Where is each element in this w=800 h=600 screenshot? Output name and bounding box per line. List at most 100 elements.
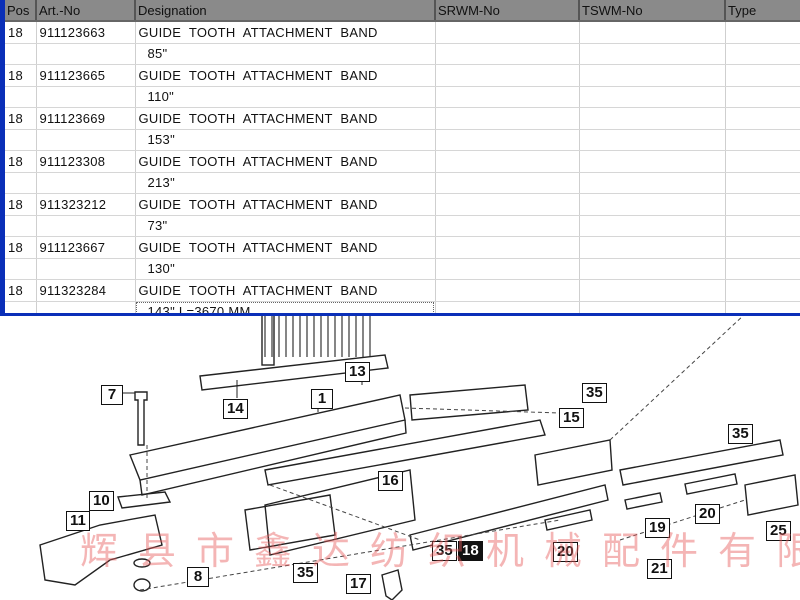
cell-art-no[interactable]: 911123308	[36, 150, 136, 173]
callout-position[interactable]: 20	[695, 504, 720, 524]
callout-position[interactable]: 7	[101, 385, 123, 405]
cell-tswm-no[interactable]	[579, 129, 726, 151]
cell-art-no[interactable]	[36, 215, 136, 237]
cell-art-no[interactable]: 911123663	[36, 21, 136, 44]
cell-type[interactable]	[725, 129, 800, 151]
column-header-type[interactable]: Type	[725, 0, 800, 22]
cell-srwm-no[interactable]	[435, 301, 580, 313]
callout-position[interactable]: 8	[187, 567, 209, 587]
callout-position[interactable]: 20	[553, 542, 578, 562]
table-row[interactable]: 85"	[5, 43, 800, 65]
column-header-pos[interactable]: Pos	[5, 0, 37, 22]
cell-tswm-no[interactable]	[579, 193, 726, 216]
callout-position[interactable]: 15	[559, 408, 584, 428]
cell-srwm-no[interactable]	[435, 236, 580, 259]
callout-position[interactable]: 19	[645, 518, 670, 538]
cell-designation[interactable]: GUIDE TOOTH ATTACHMENT BAND	[135, 21, 436, 44]
cell-pos[interactable]: 18	[5, 279, 37, 302]
table-row[interactable]: 110"	[5, 86, 800, 108]
cell-designation[interactable]: 213"	[135, 172, 436, 194]
cell-pos[interactable]	[5, 86, 37, 108]
column-header-srwm-no[interactable]: SRWM-No	[435, 0, 580, 22]
cell-art-no[interactable]: 911123667	[36, 236, 136, 259]
cell-pos[interactable]: 18	[5, 193, 37, 216]
cell-designation[interactable]: 153"	[135, 129, 436, 151]
callout-position[interactable]: 14	[223, 399, 248, 419]
cell-srwm-no[interactable]	[435, 129, 580, 151]
cell-tswm-no[interactable]	[579, 236, 726, 259]
cell-type[interactable]	[725, 21, 800, 44]
cell-art-no[interactable]: 911323212	[36, 193, 136, 216]
cell-srwm-no[interactable]	[435, 43, 580, 65]
table-row[interactable]: 130"	[5, 258, 800, 280]
cell-srwm-no[interactable]	[435, 258, 580, 280]
cell-srwm-no[interactable]	[435, 279, 580, 302]
cell-tswm-no[interactable]	[579, 279, 726, 302]
cell-srwm-no[interactable]	[435, 193, 580, 216]
cell-pos[interactable]: 18	[5, 64, 37, 87]
cell-pos[interactable]: 18	[5, 21, 37, 44]
cell-art-no[interactable]: 911123669	[36, 107, 136, 130]
cell-type[interactable]	[725, 215, 800, 237]
table-row[interactable]: 213"	[5, 172, 800, 194]
callout-position[interactable]: 16	[378, 471, 403, 491]
column-header-art-no[interactable]: Art.-No	[36, 0, 136, 22]
cell-srwm-no[interactable]	[435, 64, 580, 87]
cell-art-no[interactable]	[36, 172, 136, 194]
cell-type[interactable]	[725, 258, 800, 280]
column-header-tswm-no[interactable]: TSWM-No	[579, 0, 726, 22]
cell-type[interactable]	[725, 43, 800, 65]
cell-designation[interactable]: 130"	[135, 258, 436, 280]
cell-art-no[interactable]	[36, 258, 136, 280]
cell-art-no[interactable]: 911123665	[36, 64, 136, 87]
cell-designation[interactable]: GUIDE TOOTH ATTACHMENT BAND	[135, 150, 436, 173]
cell-designation[interactable]: GUIDE TOOTH ATTACHMENT BAND	[135, 193, 436, 216]
cell-type[interactable]	[725, 279, 800, 302]
cell-srwm-no[interactable]	[435, 86, 580, 108]
cell-tswm-no[interactable]	[579, 258, 726, 280]
cell-type[interactable]	[725, 64, 800, 87]
cell-art-no[interactable]: 911323284	[36, 279, 136, 302]
cell-tswm-no[interactable]	[579, 21, 726, 44]
callout-position[interactable]: 11	[66, 511, 90, 531]
cell-pos[interactable]	[5, 172, 37, 194]
cell-srwm-no[interactable]	[435, 150, 580, 173]
cell-tswm-no[interactable]	[579, 215, 726, 237]
cell-tswm-no[interactable]	[579, 107, 726, 130]
callout-position[interactable]: 17	[346, 574, 371, 594]
cell-designation[interactable]: 143" L=3670 MM	[135, 301, 436, 313]
cell-type[interactable]	[725, 301, 800, 313]
callout-selected-position[interactable]: 18	[458, 541, 483, 561]
cell-designation[interactable]: GUIDE TOOTH ATTACHMENT BAND	[135, 279, 436, 302]
cell-pos[interactable]	[5, 129, 37, 151]
table-row[interactable]: 153"	[5, 129, 800, 151]
callout-position[interactable]: 35	[728, 424, 753, 444]
callout-position[interactable]: 1	[311, 389, 333, 409]
callout-position[interactable]: 25	[766, 521, 791, 541]
cell-designation[interactable]: 110"	[135, 86, 436, 108]
cell-art-no[interactable]	[36, 86, 136, 108]
table-row[interactable]: 143" L=3670 MM	[5, 301, 800, 313]
cell-pos[interactable]: 18	[5, 236, 37, 259]
cell-type[interactable]	[725, 86, 800, 108]
cell-pos[interactable]	[5, 258, 37, 280]
cell-srwm-no[interactable]	[435, 107, 580, 130]
cell-srwm-no[interactable]	[435, 215, 580, 237]
cell-pos[interactable]	[5, 215, 37, 237]
callout-position[interactable]: 10	[89, 491, 114, 511]
column-header-designation[interactable]: Designation	[135, 0, 436, 22]
callout-position[interactable]: 35	[432, 541, 457, 561]
cell-pos[interactable]	[5, 301, 37, 313]
cell-pos[interactable]: 18	[5, 107, 37, 130]
cell-type[interactable]	[725, 193, 800, 216]
cell-designation[interactable]: 85"	[135, 43, 436, 65]
cell-tswm-no[interactable]	[579, 150, 726, 173]
callout-position[interactable]: 35	[293, 563, 318, 583]
cell-type[interactable]	[725, 172, 800, 194]
cell-pos[interactable]: 18	[5, 150, 37, 173]
cell-tswm-no[interactable]	[579, 43, 726, 65]
